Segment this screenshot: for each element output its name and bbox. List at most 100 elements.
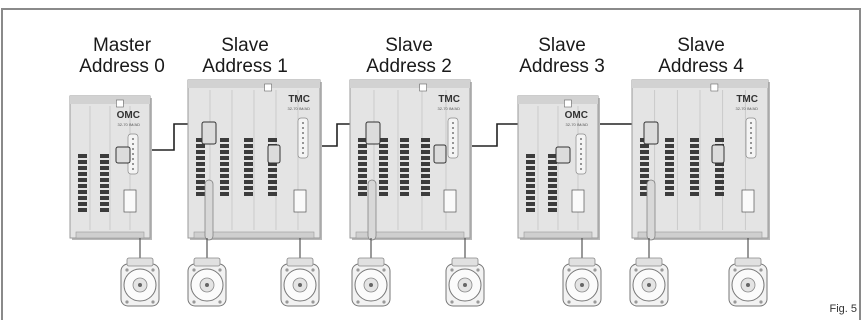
- terminal-pin: [690, 192, 699, 196]
- terminal-pin: [640, 150, 649, 154]
- status-led: [710, 83, 719, 92]
- terminal-pin: [421, 150, 430, 154]
- terminal-pin: [268, 138, 277, 142]
- terminal-pin: [358, 174, 367, 178]
- network-port: [267, 144, 281, 164]
- terminal-pin: [665, 174, 674, 178]
- terminal-pin: [244, 150, 253, 154]
- terminal-pin: [78, 190, 87, 194]
- unit-label-0-role: Master: [92, 35, 152, 56]
- unit-label-3: Slave Address 3: [487, 35, 637, 77]
- terminal-pin: [196, 168, 205, 172]
- terminal-pin: [196, 186, 205, 190]
- mounting-hole: [634, 300, 638, 304]
- mounting-hole: [567, 268, 571, 272]
- terminal-pin: [640, 162, 649, 166]
- motor-connector: [357, 257, 385, 267]
- network-port: [115, 146, 131, 164]
- unit-label-2: Slave Address 2: [334, 35, 484, 77]
- terminal-pin: [526, 166, 535, 170]
- network-port: [201, 121, 217, 145]
- terminal-pin: [268, 180, 277, 184]
- terminal-pin: [690, 174, 699, 178]
- terminal-pin: [665, 150, 674, 154]
- dsub-pin: [580, 143, 582, 145]
- module-model-label: OMC: [117, 110, 140, 121]
- terminal-pin: [78, 154, 87, 158]
- terminal-pin: [268, 192, 277, 196]
- servo-motor-icon: [445, 238, 485, 307]
- terminal-pin: [526, 184, 535, 188]
- unit-label-4: Slave Address 4: [626, 35, 776, 77]
- mounting-hole: [311, 300, 315, 304]
- terminal-pin: [196, 138, 205, 142]
- terminal-pin: [100, 160, 109, 164]
- terminal-pin: [421, 186, 430, 190]
- terminal-pin: [379, 150, 388, 154]
- terminal-pin: [715, 162, 724, 166]
- terminal-pin: [100, 178, 109, 182]
- terminal-pin: [78, 160, 87, 164]
- dsub-pin: [132, 163, 134, 165]
- terminal-pin: [526, 154, 535, 158]
- terminal-pin: [78, 178, 87, 182]
- status-led: [564, 99, 572, 108]
- module-model-subtext: 32-70 IM/AD: [438, 106, 461, 111]
- unit-label-4-address: Address 4: [658, 56, 744, 77]
- terminal-pin: [244, 174, 253, 178]
- mounting-hole: [125, 300, 129, 304]
- dsub-pin: [302, 127, 304, 129]
- dsub-pin: [750, 142, 752, 144]
- module-model-label: TMC: [438, 94, 460, 105]
- mounting-hole: [450, 300, 454, 304]
- terminal-pin: [100, 196, 109, 200]
- terminal-pin: [400, 180, 409, 184]
- terminal-pin: [715, 192, 724, 196]
- terminal-pin: [100, 184, 109, 188]
- terminal-pin: [358, 186, 367, 190]
- terminal-pin: [665, 156, 674, 160]
- terminal-pin: [220, 150, 229, 154]
- terminal-pin: [78, 172, 87, 176]
- dsub-pin: [132, 168, 134, 170]
- terminal-pin: [665, 180, 674, 184]
- module-model-subtext: 32-70 IM/AD: [736, 106, 759, 111]
- terminal-pin: [690, 162, 699, 166]
- module-model-subtext: 32-70 IM/AD: [288, 106, 311, 111]
- terminal-pin: [196, 150, 205, 154]
- terminal-pin: [400, 192, 409, 196]
- mounting-hole: [733, 300, 737, 304]
- terminal-pin: [220, 156, 229, 160]
- motor-connector: [568, 257, 596, 267]
- figure-label: Fig. 5: [829, 303, 857, 315]
- terminal-pin: [244, 162, 253, 166]
- terminal-pin: [526, 178, 535, 182]
- terminal-pin: [421, 174, 430, 178]
- dsub-pin: [132, 153, 134, 155]
- terminal-pin: [526, 190, 535, 194]
- io-connector: [571, 189, 585, 213]
- unit-label-4-role: Slave: [677, 35, 725, 56]
- mounting-hole: [634, 268, 638, 272]
- terminal-pin: [379, 168, 388, 172]
- terminal-pin: [400, 162, 409, 166]
- mounting-hole: [218, 300, 222, 304]
- mounting-hole: [151, 300, 155, 304]
- terminal-pin: [268, 174, 277, 178]
- terminal-pin: [548, 208, 557, 212]
- terminal-pin: [690, 138, 699, 142]
- mounting-hole: [285, 268, 289, 272]
- terminal-pin: [379, 144, 388, 148]
- unit-label-1-address: Address 1: [202, 56, 288, 77]
- module-header: [188, 80, 320, 88]
- terminal-pin: [548, 154, 557, 158]
- terminal-pin: [400, 186, 409, 190]
- terminal-pin: [548, 160, 557, 164]
- terminal-pin: [358, 138, 367, 142]
- dsub-pin: [302, 152, 304, 154]
- network-port: [365, 121, 381, 145]
- mounting-hole: [311, 268, 315, 272]
- terminal-pin: [548, 202, 557, 206]
- dsub-pin: [580, 168, 582, 170]
- terminal-pin: [196, 174, 205, 178]
